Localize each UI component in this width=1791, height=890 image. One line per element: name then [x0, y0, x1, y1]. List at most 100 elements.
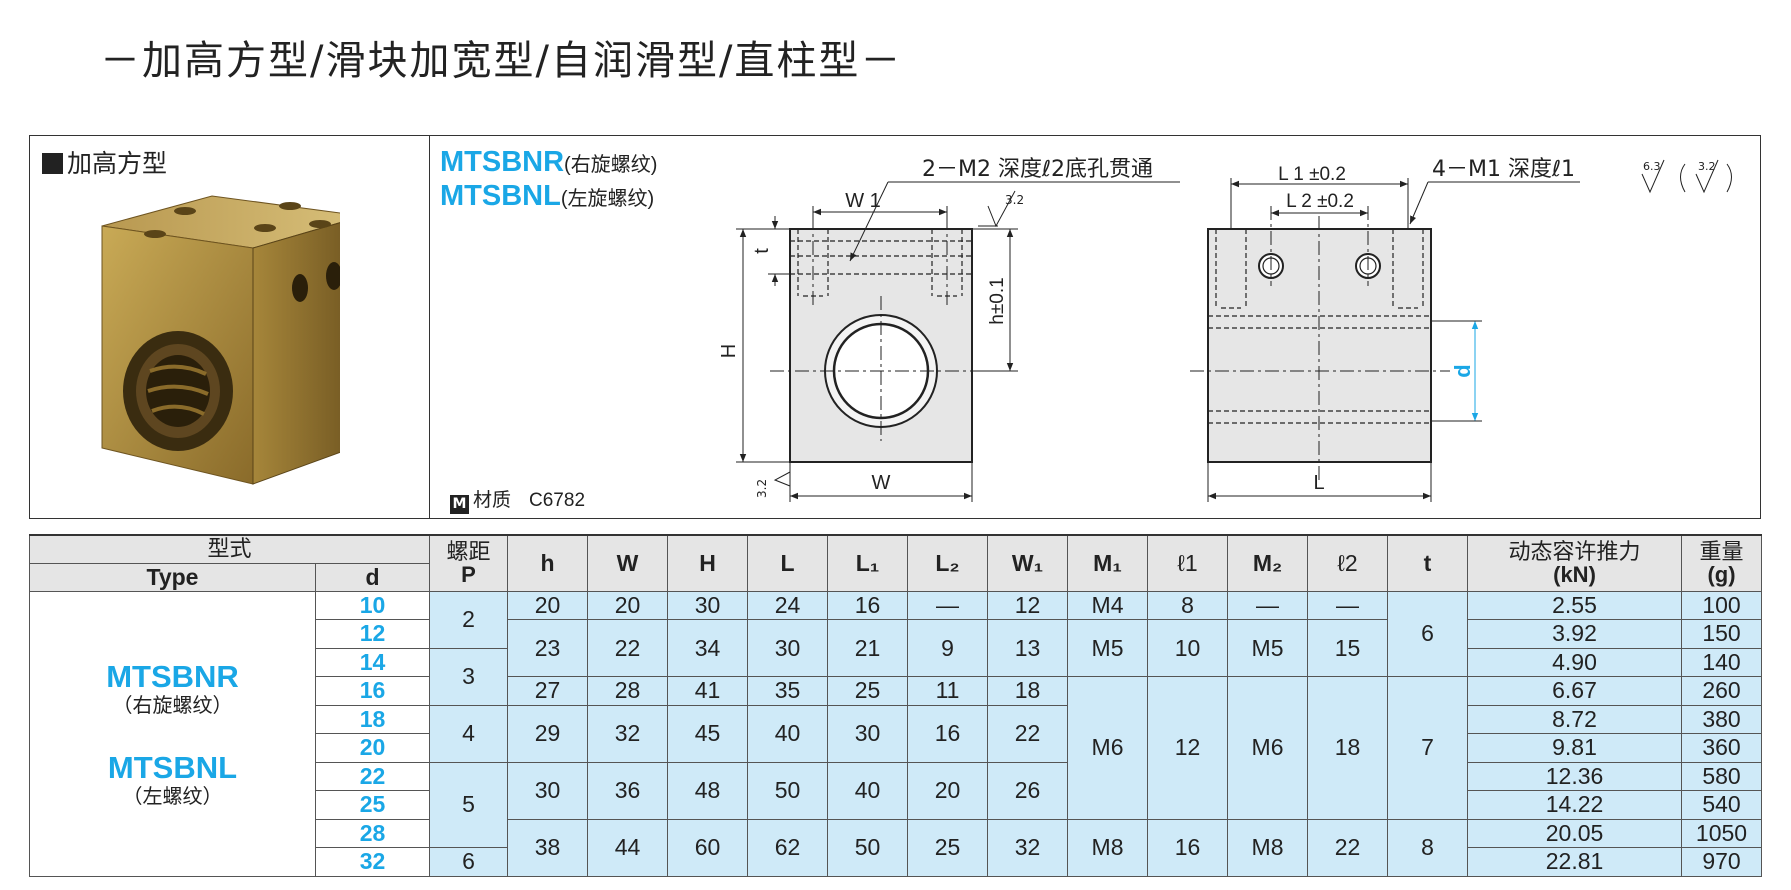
cell-ell1: 12 — [1147, 676, 1229, 820]
cell-l2: — — [907, 590, 989, 620]
material-m-icon: M — [450, 495, 469, 514]
cell-h: 27 — [507, 676, 589, 706]
square-bullet-icon — [42, 153, 63, 174]
cell-m2: — — [1227, 590, 1309, 620]
cell-ell2: 22 — [1307, 818, 1389, 877]
cell-l2: 11 — [907, 676, 989, 706]
type-names-cell: MTSBNR （右旋螺纹） MTSBNL （左螺纹） — [29, 590, 316, 877]
cell-pitch: 6 — [429, 847, 509, 877]
th-w: W — [587, 534, 669, 592]
th-t: t — [1387, 534, 1469, 592]
cell-w: 20 — [587, 590, 669, 620]
th-m1: M₁ — [1067, 534, 1149, 592]
th-thrust: 动态容许推力(kN) — [1467, 534, 1683, 592]
cell-l: 50 — [747, 761, 829, 820]
cell-d: 20 — [314, 733, 431, 763]
cell-l1: 16 — [827, 590, 909, 620]
cell-pitch: 5 — [429, 761, 509, 848]
cell-m2: M5 — [1227, 619, 1309, 677]
cell-weight: 580 — [1681, 761, 1763, 791]
dim-l1: L 1 ±0.2 — [1278, 164, 1346, 185]
cell-thrust: 22.81 — [1467, 847, 1683, 877]
cell-ell2: 18 — [1307, 676, 1389, 820]
cell-thrust: 20.05 — [1467, 818, 1683, 848]
th-l2: L₂ — [907, 534, 989, 592]
dim-t: t — [751, 248, 773, 254]
roughness-bottom: 3.2 — [755, 479, 769, 498]
table-row: MTSBNR （右旋螺纹） MTSBNL （左螺纹） 10 2 20 20 30… — [29, 590, 1763, 877]
cell-ell2: — — [1307, 590, 1389, 620]
cell-w: 32 — [587, 704, 669, 763]
cell-w: 44 — [587, 818, 669, 877]
cell-w: 36 — [587, 761, 669, 820]
dim-h: h±0.1 — [987, 277, 1008, 324]
cell-l1: 25 — [827, 676, 909, 706]
cell-l2: 16 — [907, 704, 989, 763]
th-weight: 重量(g) — [1681, 534, 1763, 592]
cell-m1: M4 — [1067, 590, 1149, 620]
dim-l: L — [1313, 472, 1324, 494]
technical-drawing: W 1 W H t h±0.1 2－M2 深度ℓ2底孔贯通 3.2 3.2 — [718, 157, 1732, 502]
cell-d: 16 — [314, 676, 431, 706]
cell-h: 23 — [507, 619, 589, 677]
roughness-paren: 3.2 — [1698, 160, 1716, 173]
cell-l: 62 — [747, 818, 829, 877]
cell-thrust: 12.36 — [1467, 761, 1683, 791]
cell-l1: 21 — [827, 619, 909, 677]
dim-h-big: H — [718, 344, 740, 358]
table-row: 18 4 29 32 45 40 30 16 22 8.72 380 — [30, 704, 1763, 763]
cell-ell1: 10 — [1147, 619, 1229, 677]
cell-ell1: 16 — [1147, 818, 1229, 877]
type-sub-mtsbnr: （右旋螺纹） — [112, 694, 233, 717]
cell-hh: 41 — [667, 676, 749, 706]
th-h: h — [507, 534, 589, 592]
cell-weight: 540 — [1681, 790, 1763, 820]
cell-weight: 970 — [1681, 847, 1763, 877]
cell-l2: 9 — [907, 619, 989, 677]
cell-t: 7 — [1387, 676, 1469, 820]
side-view — [1190, 178, 1580, 502]
cell-d: 18 — [314, 704, 431, 734]
cell-l2: 25 — [907, 818, 989, 877]
cell-weight: 380 — [1681, 704, 1763, 734]
cell-thrust: 4.90 — [1467, 647, 1683, 677]
dim-w: W — [872, 472, 891, 494]
roughness-main: 6.3 — [1643, 160, 1661, 173]
type-name-mtsbnl: MTSBNL — [107, 749, 238, 785]
cell-thrust: 14.22 — [1467, 790, 1683, 820]
model-mtsbnl: MTSBNL(左旋螺纹) — [440, 180, 655, 212]
cell-m2: M6 — [1227, 676, 1309, 820]
th-l: L — [747, 534, 829, 592]
cell-d: 12 — [314, 619, 431, 649]
cell-w1: 18 — [987, 676, 1069, 706]
cell-w1: 13 — [987, 619, 1069, 677]
cell-d: 25 — [314, 790, 431, 820]
cell-l: 40 — [747, 704, 829, 763]
th-hh: H — [667, 534, 749, 592]
cell-m2: M8 — [1227, 818, 1309, 877]
cell-d: 14 — [314, 647, 431, 677]
th-type-group: 型式 — [28, 534, 431, 564]
table-row: 14 3 4.90 140 — [30, 647, 1763, 706]
product-photo — [101, 195, 340, 485]
th-ell2: ℓ2 — [1307, 534, 1389, 592]
cell-w1: 12 — [987, 590, 1069, 620]
cell-d: 28 — [314, 818, 431, 848]
model-mtsbnr: MTSBNR(右旋螺纹) — [440, 146, 658, 178]
cell-ell2: 15 — [1307, 619, 1389, 677]
table-row: 16 27 28 41 35 25 11 18 M6 12 M6 18 7 6.… — [30, 676, 1763, 820]
cell-weight: 100 — [1681, 590, 1763, 620]
cell-thrust: 9.81 — [1467, 733, 1683, 763]
cell-ell1: 8 — [1147, 590, 1229, 620]
cell-w: 28 — [587, 676, 669, 706]
cell-w1: 32 — [987, 818, 1069, 877]
table-row: 20 9.81 360 — [30, 733, 1763, 763]
table-row: 22 5 30 36 48 50 40 20 26 12.36 580 — [30, 761, 1763, 848]
cell-d: 10 — [314, 590, 431, 620]
cell-hh: 30 — [667, 590, 749, 620]
cell-l1: 40 — [827, 761, 909, 820]
cell-thrust: 8.72 — [1467, 704, 1683, 734]
type-sub-mtsbnl: （左螺纹） — [122, 785, 223, 808]
cell-weight: 260 — [1681, 676, 1763, 706]
